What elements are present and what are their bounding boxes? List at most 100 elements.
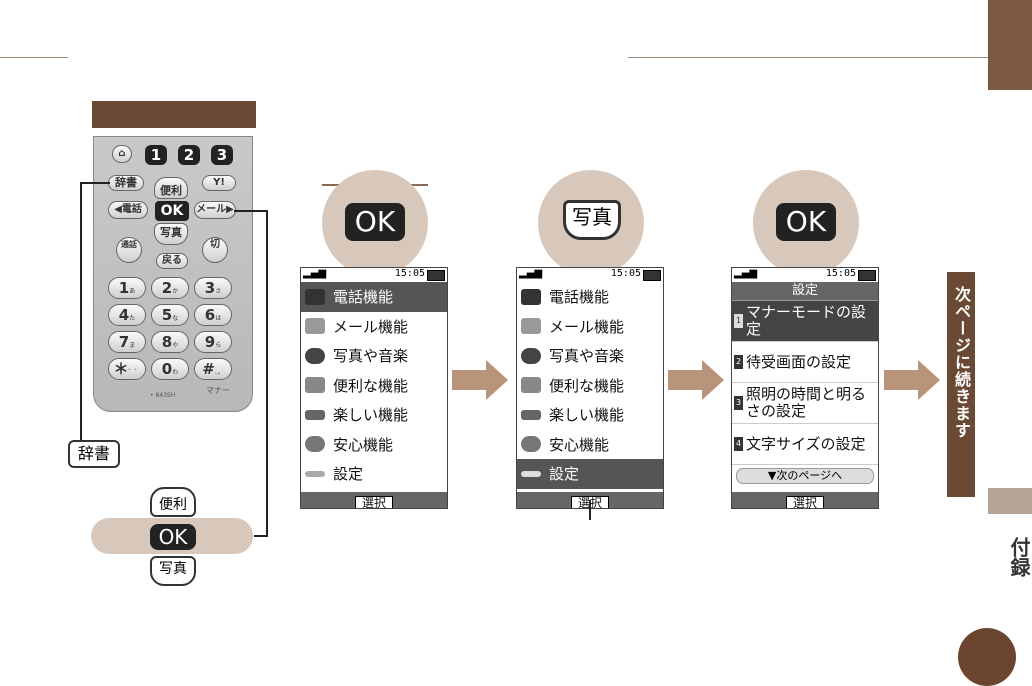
- signal-icon: ▂▄▆: [519, 268, 542, 279]
- home-key: ⌂: [112, 145, 132, 163]
- select-softkey[interactable]: 選択: [355, 496, 393, 509]
- kana-label: や: [172, 342, 178, 349]
- digit-label: 4: [119, 306, 129, 324]
- mail-icon: [305, 318, 325, 334]
- wrench-icon: [305, 471, 325, 477]
- shashin-label: 写真: [150, 556, 196, 586]
- callout-mail-h2: [254, 535, 268, 537]
- digit-label: 1: [119, 279, 129, 297]
- header-rule-left: [0, 57, 68, 58]
- digit-key: 8や: [151, 331, 189, 353]
- key-3: 3: [211, 145, 233, 165]
- menu-item-settings[interactable]: 設定: [517, 459, 663, 489]
- status-bar: ▂▄▆ 15:05: [301, 268, 447, 282]
- kana-label: さ: [215, 288, 221, 295]
- menu-item-label: 安心機能: [549, 434, 609, 455]
- digit-label: 2: [162, 279, 172, 297]
- digit-key: ＊゛゜: [108, 358, 146, 380]
- camera-icon: [521, 348, 541, 364]
- menu-item-label: 電話機能: [549, 286, 609, 307]
- jisho-key: 辞書: [108, 175, 144, 191]
- next-page-tab: 次ページに続きます: [947, 272, 975, 497]
- kiru-key: 切: [202, 237, 228, 263]
- menu-item-label: 電話機能: [333, 286, 393, 307]
- appendix-label: 付録: [988, 522, 1032, 592]
- film-icon: [305, 410, 325, 420]
- digit-label: ＊: [113, 360, 128, 378]
- select-softkey[interactable]: 選択: [786, 496, 824, 509]
- digit-key: 5な: [151, 304, 189, 326]
- menu-item-tools[interactable]: 便利な機能: [517, 371, 663, 401]
- digit-key: 0わ: [151, 358, 189, 380]
- menu-item-mail[interactable]: メール機能: [301, 312, 447, 342]
- menu-item-mail[interactable]: メール機能: [517, 312, 663, 342]
- item-number: 3: [734, 396, 743, 410]
- arrow-right-icon: [884, 360, 940, 400]
- tsuwa-key: 通話: [116, 237, 142, 263]
- callout-jisho-v: [80, 182, 82, 450]
- battery-icon: [427, 270, 445, 281]
- digit-label: 9: [205, 333, 215, 351]
- menu-item-settings[interactable]: 設定: [301, 459, 447, 489]
- screen-menu-2: ▂▄▆ 15:05 電話機能 メール機能 写真や音楽 便利な機能 楽しい機能 安…: [516, 267, 664, 509]
- menu-item-safety[interactable]: 安心機能: [301, 430, 447, 460]
- tools-icon: [521, 377, 541, 393]
- digit-label: 3: [205, 279, 215, 297]
- step2-shashin-button: 写真: [563, 200, 621, 240]
- digit-label: 0: [162, 360, 172, 378]
- menu-item-label: 写真や音楽: [549, 345, 624, 366]
- kana-label: 、。: [215, 369, 224, 376]
- digit-key: #、。: [194, 358, 232, 380]
- menu-item-fun[interactable]: 楽しい機能: [517, 400, 663, 430]
- next-page-label: 次ページに続きます: [949, 286, 973, 439]
- settings-item-label: 待受画面の設定: [746, 354, 851, 371]
- key-2: 2: [178, 145, 200, 165]
- item-number: 4: [734, 437, 743, 451]
- section-title-bar: [92, 101, 256, 128]
- menu-item-photo[interactable]: 写真や音楽: [517, 341, 663, 371]
- menu-item-phone[interactable]: 電話機能: [301, 282, 447, 312]
- kana-label: ら: [215, 342, 221, 349]
- key-1: 1: [145, 145, 167, 165]
- menu-item-safety[interactable]: 安心機能: [517, 430, 663, 460]
- next-page-button[interactable]: ▼次のページへ: [736, 468, 874, 484]
- menu-item-phone[interactable]: 電話機能: [517, 282, 663, 312]
- modoru-key: 戻る: [156, 253, 188, 269]
- arrow-right-icon: [452, 360, 508, 400]
- kana-label: ま: [129, 342, 135, 349]
- wrench-icon: [521, 471, 541, 477]
- benri-label: 便利: [150, 487, 196, 517]
- shashin-key: 写真: [154, 223, 188, 245]
- digit-key: 3さ: [194, 277, 232, 299]
- signal-icon: ▂▄▆: [734, 268, 757, 279]
- digit-key: 6は: [194, 304, 232, 326]
- heart-icon: [521, 436, 541, 452]
- status-bar: ▂▄▆ 15:05: [732, 268, 878, 282]
- digit-key: 9ら: [194, 331, 232, 353]
- menu-item-label: 楽しい機能: [333, 404, 408, 425]
- menu-item-fun[interactable]: 楽しい機能: [301, 400, 447, 430]
- phone-icon: [305, 289, 325, 305]
- menu-item-label: メール機能: [333, 316, 408, 337]
- digit-key: 2か: [151, 277, 189, 299]
- jisho-label: 辞書: [68, 440, 120, 468]
- benri-key: 便利: [154, 177, 188, 199]
- menu-item-photo[interactable]: 写真や音楽: [301, 341, 447, 371]
- yahoo-key: Y!: [202, 175, 236, 191]
- settings-item-label: 照明の時間と明るさの設定: [746, 386, 878, 420]
- camera-icon: [305, 348, 325, 364]
- chapter-tab: [988, 0, 1032, 90]
- screen-menu-1: ▂▄▆ 15:05 電話機能 メール機能 写真や音楽 便利な機能 楽しい機能 安…: [300, 267, 448, 509]
- menu-item-label: 写真や音楽: [333, 345, 408, 366]
- arrow-right-icon: [668, 360, 724, 400]
- header-rule-right: [628, 57, 988, 58]
- softkey-bar: 選択: [732, 492, 878, 508]
- phone-keypad: ⌂ 1 2 3 辞書 便利 Y! ◀電話 OK メール▶ 写真 通話 戻る 切 …: [93, 136, 253, 412]
- menu-item-tools[interactable]: 便利な機能: [301, 371, 447, 401]
- kana-label: あ: [129, 288, 135, 295]
